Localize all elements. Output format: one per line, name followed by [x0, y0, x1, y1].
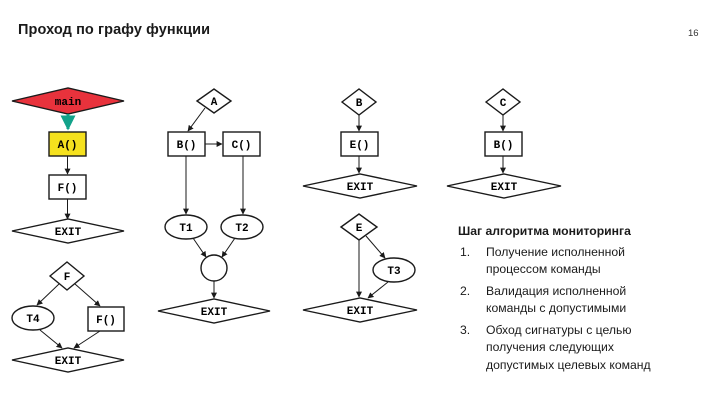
step-text-line: процессом команды [486, 262, 601, 276]
c-call-b-box [484, 131, 523, 157]
step-item: 3. Обход сигнатуры с целью получения сле… [458, 322, 698, 375]
e-node-t3 [372, 257, 416, 283]
f-exit-label: EXIT [55, 356, 82, 368]
main-entry-diamond [11, 87, 125, 115]
main-exit-diamond [11, 218, 125, 244]
step-text-line: получения следующих [486, 340, 614, 354]
a-entry-label: A [211, 97, 218, 109]
main-exit-label: EXIT [55, 227, 82, 239]
step-number: 2. [460, 283, 471, 298]
main-call-f-box [48, 174, 87, 200]
steps-list: 1. Получение исполненной процессом коман… [458, 244, 698, 375]
b-call-e-label: E() [350, 140, 370, 152]
f-call-f-box [87, 306, 125, 332]
f-node-t4-label: T4 [26, 314, 40, 326]
a-node-t1-label: T1 [179, 223, 193, 235]
e-exit-label: EXIT [347, 306, 374, 318]
f-node-t4 [11, 305, 55, 331]
a-graph: A B() C() T1 T2 EXIT [157, 88, 271, 324]
e-node-t3-label: T3 [387, 266, 401, 278]
f-graph: F T4 F() EXIT [11, 261, 125, 373]
c-call-b-label: B() [494, 140, 514, 152]
main-entry-label: main [55, 97, 81, 109]
a-entry-diamond [195, 88, 233, 114]
a-call-b-box [167, 131, 206, 157]
f-entry-diamond [48, 261, 86, 291]
c-entry-label: C [500, 98, 507, 110]
b-graph: B E() EXIT [302, 88, 418, 199]
e-entry-diamond [339, 213, 379, 241]
slide-title: Проход по графу функции [18, 22, 211, 38]
a-exit-diamond [157, 298, 271, 324]
a-node-t2 [220, 214, 264, 240]
a-edge [221, 237, 236, 258]
a-call-c-label: C() [232, 140, 252, 152]
a-node-t2-label: T2 [235, 223, 248, 235]
step-text-line: Получение исполненной [486, 244, 625, 259]
step-item: 2. Валидация исполненной команды с допус… [458, 283, 698, 318]
e-graph: E T3 EXIT [302, 213, 418, 323]
step-text-line: допустимых целевых команд [486, 357, 651, 372]
f-edge [73, 330, 101, 349]
a-call-b-label: B() [177, 140, 197, 152]
e-edge [367, 281, 389, 299]
f-entry-label: F [64, 272, 71, 284]
b-exit-label: EXIT [347, 182, 374, 194]
a-edge [187, 107, 206, 132]
b-exit-diamond [302, 173, 418, 199]
step-text-line: Валидация исполненной [486, 283, 627, 298]
page-number: 16 [688, 28, 699, 39]
step-text-line: команды с допустимыми [486, 301, 627, 315]
c-exit-diamond [446, 173, 562, 199]
f-call-f-label: F() [96, 315, 116, 327]
main-call-a-label: A() [58, 140, 78, 152]
b-entry-diamond [340, 88, 378, 116]
step-text-line: Обход сигнатуры с целью [486, 322, 632, 337]
f-edge [74, 283, 101, 307]
c-exit-label: EXIT [491, 182, 518, 194]
b-call-e-box [340, 131, 379, 157]
e-entry-label: E [356, 223, 363, 235]
a-merge-node [200, 254, 228, 282]
step-number: 1. [460, 244, 471, 259]
step-item: 1. Получение исполненной процессом коман… [458, 244, 698, 279]
f-edge [39, 329, 63, 349]
c-entry-diamond [484, 88, 522, 116]
e-edge [365, 235, 386, 259]
f-exit-diamond [11, 347, 125, 373]
f-edge [36, 283, 60, 306]
monitoring-steps: Шаг алгоритма мониторинга 1. Получение и… [458, 223, 698, 378]
a-call-c-box [222, 131, 261, 157]
b-entry-label: B [356, 98, 363, 110]
main-call-f-label: F() [58, 183, 78, 195]
a-exit-label: EXIT [201, 307, 228, 319]
main-graph: main A() F() EXIT [11, 87, 125, 244]
steps-title: Шаг алгоритма мониторинга [458, 224, 631, 238]
a-edge [192, 237, 207, 258]
main-call-a-box [48, 131, 87, 157]
a-node-t1 [164, 214, 208, 240]
e-exit-diamond [302, 297, 418, 323]
step-number: 3. [460, 322, 471, 337]
c-graph: C B() EXIT [446, 88, 562, 199]
